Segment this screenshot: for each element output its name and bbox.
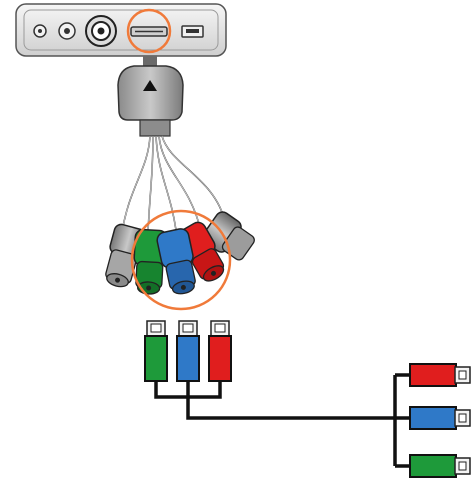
round-port-icon xyxy=(58,22,76,40)
rca-plug-side-red xyxy=(409,363,471,387)
jack-blue xyxy=(156,228,196,295)
rca-plug-red xyxy=(208,320,232,382)
round-port-icon xyxy=(33,24,47,38)
player-device xyxy=(15,3,227,57)
rca-plug-green xyxy=(144,320,168,382)
rca-plug-side-blue xyxy=(409,406,471,430)
port-highlight-circle xyxy=(126,8,172,54)
rca-cable xyxy=(154,373,410,468)
rca-plug-blue xyxy=(176,320,200,382)
adapter-plug xyxy=(117,56,184,137)
usb-port-icon xyxy=(181,25,204,38)
av-out-jack-icon xyxy=(85,15,117,47)
multi-connector-port-icon xyxy=(130,26,168,37)
jacks-highlight-circle xyxy=(130,209,232,311)
rca-plug-side-green xyxy=(409,454,471,478)
up-triangle-icon xyxy=(143,80,157,91)
